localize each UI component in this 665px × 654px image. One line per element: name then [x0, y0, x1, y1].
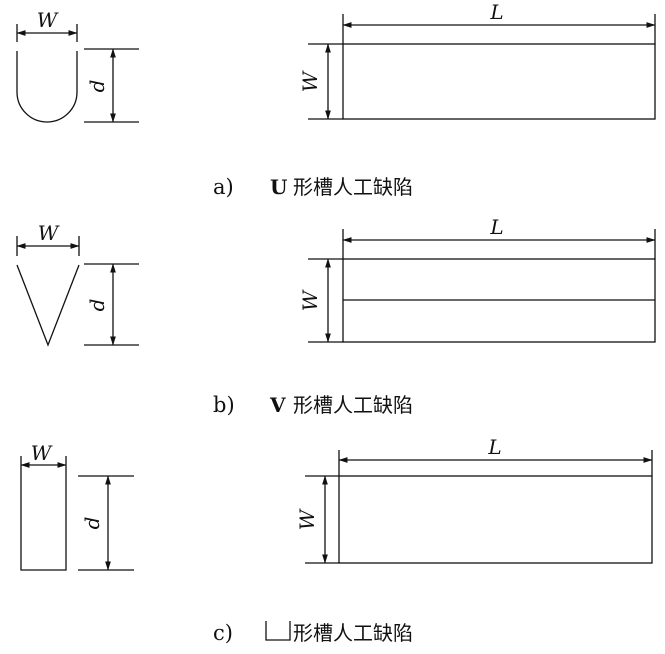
v-groove-section	[16, 236, 139, 347]
label-depth-u: d	[85, 80, 109, 93]
label-width-u: W	[37, 8, 59, 32]
caption-a-tag: a)	[213, 175, 234, 199]
label-length-rect: L	[487, 435, 501, 459]
u-groove-section	[16, 24, 139, 123]
rect-groove-section	[20, 456, 134, 571]
u-groove-profile	[16, 51, 78, 123]
rect-groove-plan	[305, 450, 653, 564]
caption-b-shape: V	[269, 393, 286, 417]
v-groove-plan	[308, 229, 656, 343]
label-length-u: L	[489, 0, 503, 24]
caption-c-text: 形槽人工缺陷	[293, 621, 413, 645]
v-groove-profile	[16, 264, 80, 347]
caption-c-tag: c)	[213, 621, 233, 645]
rect-groove-plan-rect	[338, 475, 653, 564]
label-depth-rect: d	[80, 517, 104, 530]
label-plan-width-rect: W	[295, 508, 319, 530]
rect-groove-symbol	[265, 621, 291, 641]
label-width-rect: W	[31, 441, 53, 465]
u-groove-plan-rect	[342, 43, 656, 120]
caption-b-tag: b)	[213, 393, 235, 417]
u-groove-plan	[308, 14, 656, 120]
label-plan-width-v: W	[298, 289, 322, 311]
rect-groove-profile	[20, 476, 67, 571]
caption-a-text: 形槽人工缺陷	[293, 175, 413, 199]
label-depth-v: d	[85, 299, 109, 312]
label-length-v: L	[489, 215, 503, 239]
caption-a-shape: U	[270, 175, 287, 199]
caption-b-text: 形槽人工缺陷	[293, 393, 413, 417]
label-plan-width-u: W	[298, 70, 322, 92]
label-width-v: W	[38, 221, 60, 245]
